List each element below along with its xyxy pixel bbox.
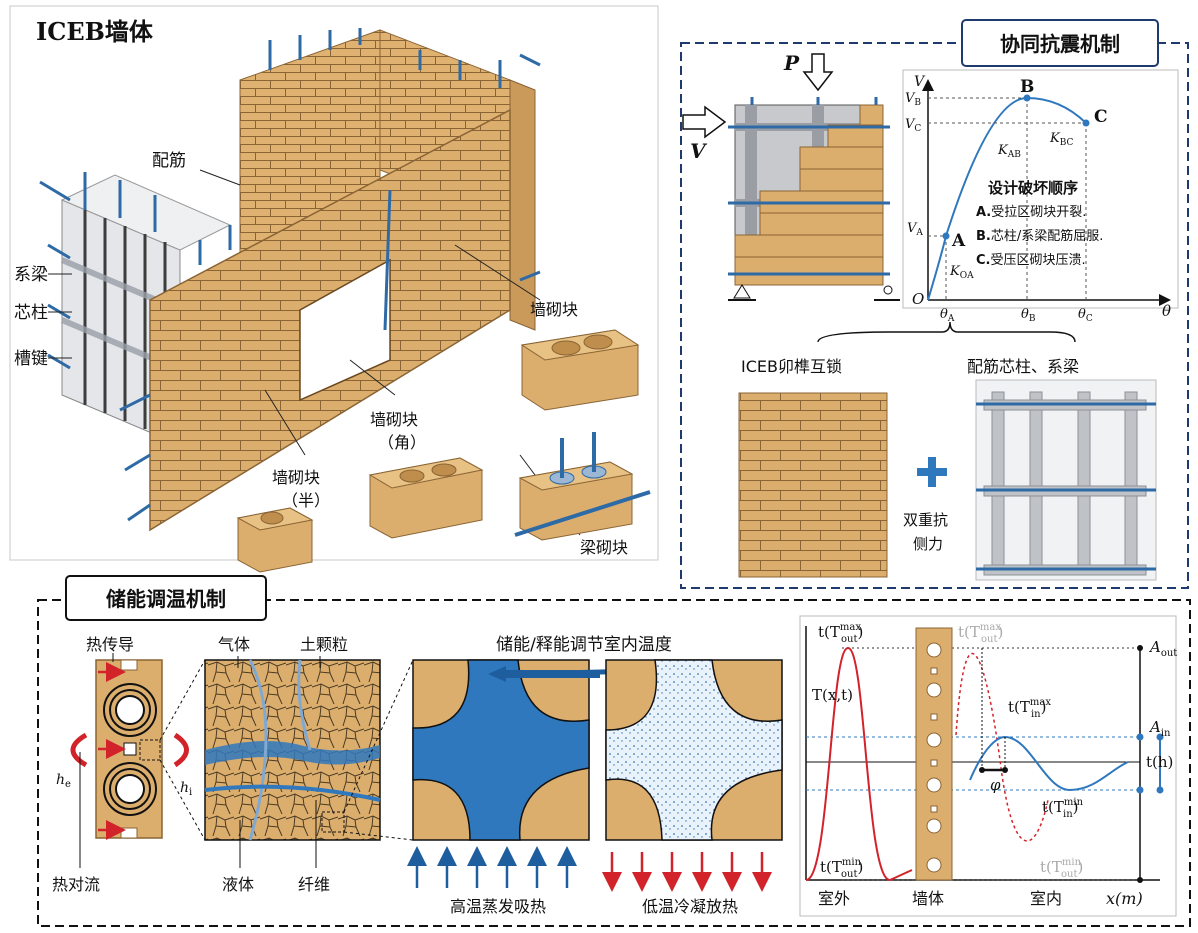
label-hi: hi [180, 780, 192, 798]
thermal-frame [37, 599, 1191, 927]
side-wall [509, 79, 536, 331]
front-wall [149, 108, 511, 532]
beam-block: 梁砌块 [514, 432, 651, 557]
plus-sign [917, 457, 947, 487]
label-outdoor: 室外 [818, 889, 850, 908]
rebar-rods [119, 28, 541, 522]
label-he: he [56, 772, 71, 790]
label-dual-1: 双重抗 [903, 511, 948, 529]
chart-y-label: T(x,t) [812, 686, 853, 704]
label-gas: 气体 [218, 635, 250, 654]
window-opening [299, 258, 391, 402]
zoom-lines-1 [159, 659, 206, 841]
label-dual-2: 侧力 [913, 535, 943, 553]
label-VC: VC [905, 117, 921, 134]
seismic-title: 协同抗震机制 [1000, 32, 1120, 56]
thermal-panel: 储能调温机制 热传导 热对流 he h [37, 575, 1191, 927]
label-condensation: 低温冷凝放热 [642, 897, 738, 916]
wall-block-corner: 墙砌块 （角） [368, 410, 484, 539]
label-fiber: 纤维 [298, 875, 330, 894]
load-V: V [690, 139, 708, 163]
label-A-in: Ain [1148, 718, 1171, 739]
point-C: C [1094, 107, 1108, 127]
vapor-bridge: 低温冷凝放热 [602, 659, 783, 916]
reinforced-frame [975, 379, 1157, 581]
label-indoor: 室内 [1030, 889, 1062, 908]
brace [817, 321, 1076, 343]
label-wall-block: 墙砌块 [530, 300, 578, 319]
label-thetaA: θA [940, 307, 955, 324]
iceb-wall-panel: ICEB墙体 [9, 5, 659, 573]
label-corner-1: 墙砌块 [370, 410, 418, 429]
label-A-out: Aout [1148, 638, 1177, 659]
label-core-column: 芯柱 [14, 303, 48, 323]
sequence-B: B.芯柱/系梁配筋屈服. [976, 228, 1103, 244]
wall-title: ICEB墙体 [36, 17, 154, 46]
convection-arrow-left [70, 732, 88, 768]
thermal-title-box [65, 575, 267, 621]
microstructure: 气体 土颗粒 液体 纤维 [204, 635, 381, 894]
liquid-bridge: 高温蒸发吸热 [407, 659, 590, 916]
sequence-C: C.受压区砌块压溃. [976, 253, 1086, 268]
label-liquid: 液体 [222, 875, 254, 894]
sequence-A: A.受拉区砌块开裂. [976, 205, 1086, 220]
label-KOA: KOA [949, 264, 974, 281]
seismic-frame [680, 42, 1189, 589]
label-KAB: KAB [997, 143, 1021, 160]
seismic-panel: 协同抗震机制 [680, 19, 1189, 589]
v-theta-curve: V θ O B C A VB VC VA KAB KBC KOA θA θB θ… [902, 69, 1179, 324]
label-VB: VB [905, 91, 921, 108]
block-section: 热传导 热对流 he hi [52, 635, 192, 894]
label-phi: φ [990, 776, 1001, 794]
label-soil: 土颗粒 [300, 635, 348, 654]
label-VA: VA [907, 221, 923, 238]
label-x-m: x(m) [1106, 889, 1143, 908]
label-corner-2: （角） [378, 433, 426, 452]
label-tie-beam: 系梁 [14, 265, 48, 285]
label-rebar: 配筋 [152, 151, 186, 171]
label-KBC: KBC [1049, 131, 1073, 148]
axis-V: V [914, 74, 926, 90]
zoom-lines-2 [343, 659, 414, 841]
wall-schematic: P V [682, 51, 900, 301]
wall-block: 墙砌块 [520, 300, 640, 411]
origin-O: O [912, 290, 924, 308]
label-t-h: t(h) [1146, 753, 1173, 771]
label-wall: 墙体 [912, 889, 944, 908]
load-P: P [783, 51, 800, 75]
label-groove-key: 槽键 [14, 349, 48, 369]
label-heat-convection: 热对流 [52, 875, 100, 894]
label-half-2: （半） [282, 491, 330, 510]
label-thetaB: θB [1021, 307, 1036, 324]
axis-theta: θ [1162, 302, 1171, 320]
wall-block-half: 墙砌块 （半） [236, 468, 330, 573]
label-thetaC: θC [1078, 307, 1093, 324]
label-evaporation: 高温蒸发吸热 [450, 897, 546, 916]
thermal-title: 储能调温机制 [106, 587, 226, 611]
point-B: B [1020, 77, 1034, 97]
interlock-brick-wall [738, 392, 888, 578]
label-beam-block: 梁砌块 [580, 538, 628, 557]
label-half-1: 墙砌块 [272, 468, 320, 487]
sequence-title: 设计破坏顺序 [988, 179, 1078, 197]
label-heat-conduction: 热传导 [86, 635, 134, 654]
label-reinforced: 配筋芯柱、系梁 [967, 357, 1079, 376]
storage-arrow: 储能/释能调节室内温度 [488, 635, 676, 682]
convection-arrow-right [173, 732, 189, 768]
point-A: A [951, 231, 966, 251]
label-storage: 储能/释能调节室内温度 [496, 635, 672, 655]
label-interlock: ICEB卯榫互锁 [741, 357, 842, 376]
seismic-title-box [961, 19, 1159, 67]
